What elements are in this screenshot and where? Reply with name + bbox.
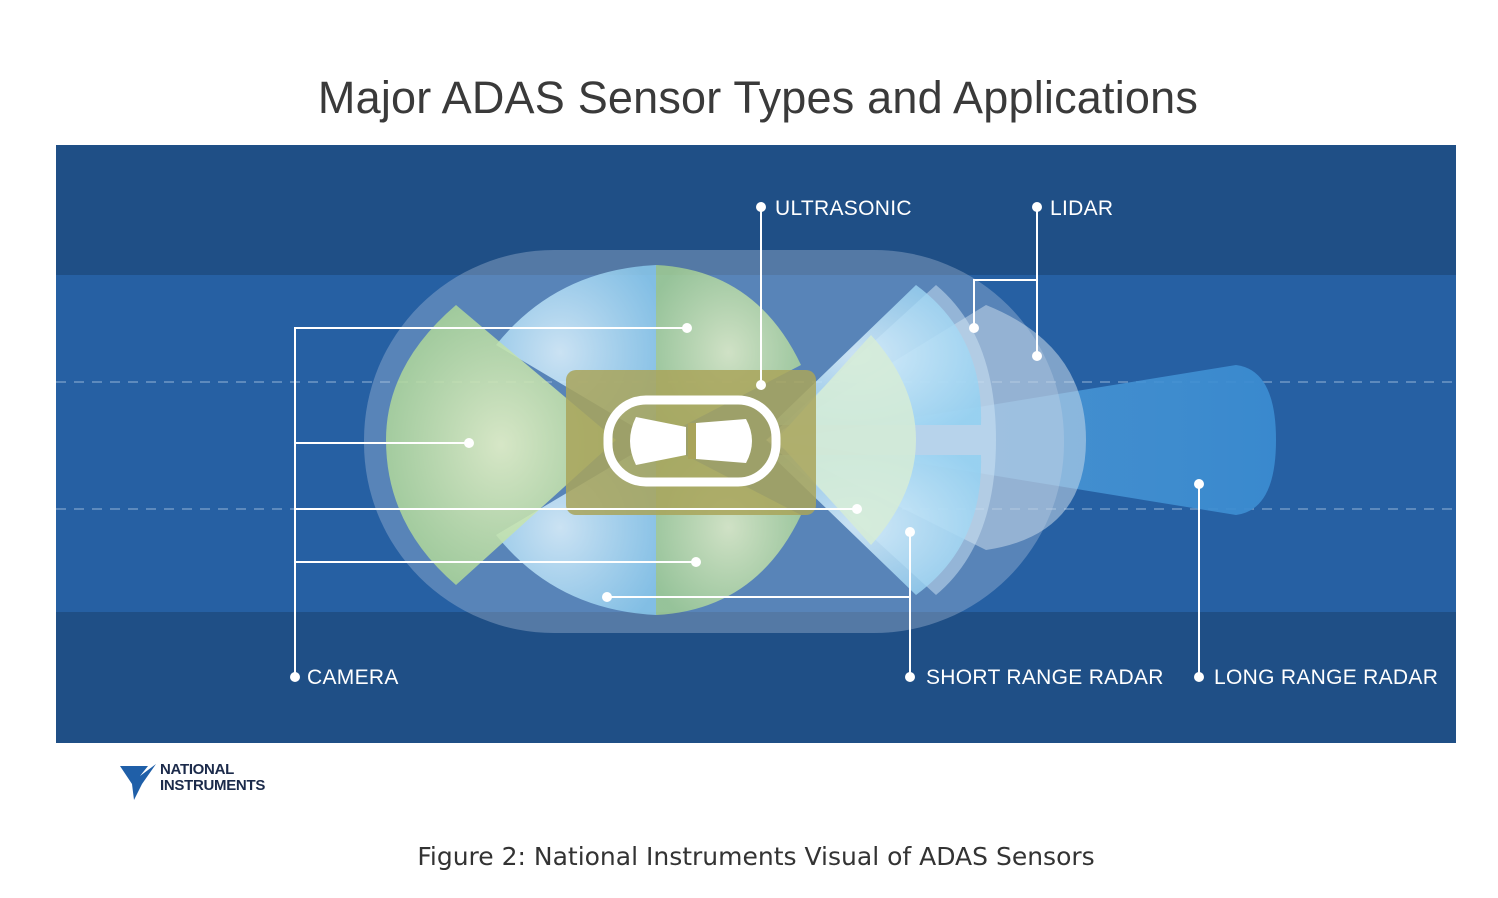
logo-line-2: INSTRUMENTS xyxy=(160,777,266,794)
short-range-radar-label-dot xyxy=(905,672,915,682)
camera-point-rear xyxy=(464,438,474,448)
ultrasonic-point xyxy=(756,380,766,390)
camera-leader xyxy=(294,327,857,677)
camera-label: CAMERA xyxy=(307,666,399,689)
camera-label-dot xyxy=(290,672,300,682)
short-range-radar-leader xyxy=(607,532,911,677)
logo-line-1: NATIONAL xyxy=(160,761,234,778)
short-range-radar-point-rear xyxy=(602,592,612,602)
lidar-leader xyxy=(973,207,1038,356)
lidar-label-dot xyxy=(1032,202,1042,212)
camera-point-top xyxy=(682,323,692,333)
long-range-radar-label-dot xyxy=(1194,672,1204,682)
lidar-point-outer xyxy=(1032,351,1042,361)
long-range-radar-point xyxy=(1194,479,1204,489)
lidar-label: LIDAR xyxy=(1050,197,1113,220)
short-range-radar-label: SHORT RANGE RADAR xyxy=(926,666,1164,689)
ultrasonic-label: ULTRASONIC xyxy=(775,197,912,220)
national-instruments-logo-text: NATIONAL INSTRUMENTS xyxy=(160,762,265,794)
short-range-radar-point-front xyxy=(905,527,915,537)
rear-camera-cone xyxy=(386,305,616,585)
figure-caption: Figure 2: National Instruments Visual of… xyxy=(417,842,1095,871)
ultrasonic-label-dot xyxy=(756,202,766,212)
lidar-point-inner xyxy=(969,323,979,333)
national-instruments-eagle-logo-icon xyxy=(120,764,156,800)
car-icon xyxy=(603,395,781,487)
adas-sensor-diagram: ULTRASONIC LIDAR CAMERA SHORT RANGE RADA… xyxy=(56,145,1456,743)
front-camera-cone xyxy=(776,335,916,545)
camera-point-bottom xyxy=(691,557,701,567)
long-range-radar-label: LONG RANGE RADAR xyxy=(1214,666,1438,689)
page-title: Major ADAS Sensor Types and Applications xyxy=(317,72,1199,123)
camera-point-front xyxy=(852,504,862,514)
